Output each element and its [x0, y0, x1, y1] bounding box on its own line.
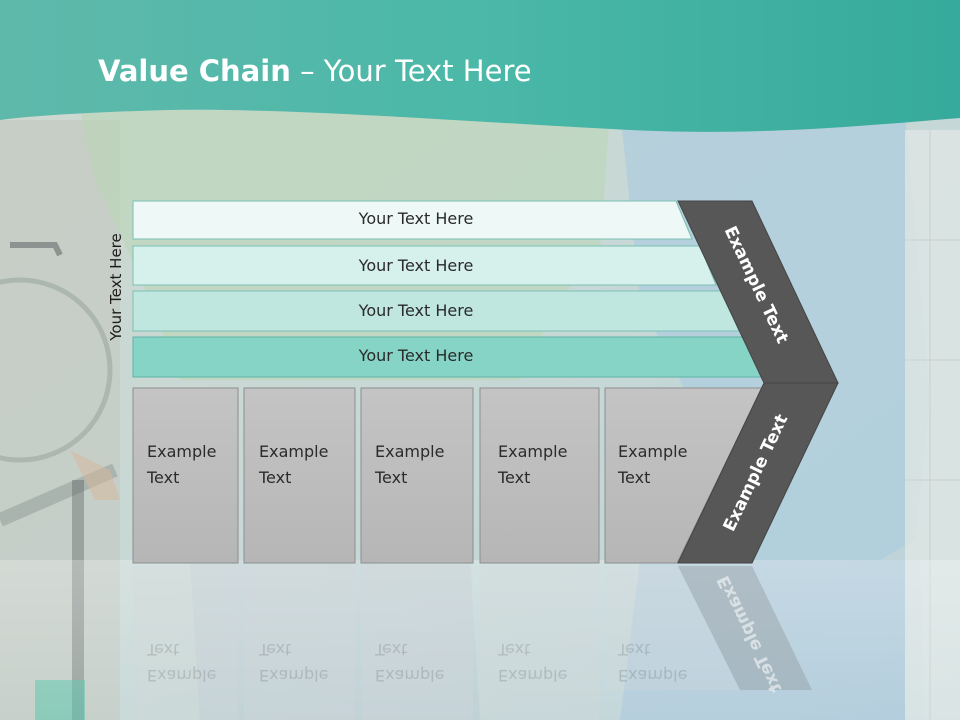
box-5-line2: Text — [618, 468, 651, 487]
side-label: Your Text Here — [107, 233, 125, 341]
box-4-shape — [479, 387, 600, 564]
box-4-reflection: Example Text — [498, 636, 567, 688]
chevron-reflection — [678, 566, 812, 690]
box-4-line1: Example — [498, 442, 568, 461]
box-5-reflection: Example Text — [618, 636, 687, 688]
box-3-shape — [360, 387, 474, 564]
slide-title: Value Chain – Your Text Here — [98, 54, 532, 88]
box-3-reflection-line2: Text — [375, 640, 408, 659]
box-4-line2: Text — [498, 468, 531, 487]
box-2-reflection: Example Text — [259, 636, 328, 688]
box-5-reflection-line2: Text — [618, 640, 651, 659]
box-2-reflection-line2: Text — [259, 640, 292, 659]
box-4-reflection-line2: Text — [498, 640, 531, 659]
box-1-reflection-line1: Example — [147, 666, 217, 685]
box-5-reflection-line1: Example — [618, 666, 688, 685]
slide-title-rest: – Your Text Here — [290, 54, 532, 88]
box-2-line2: Text — [259, 468, 292, 487]
row-2-label: Your Text Here — [358, 256, 474, 275]
box-1-line2: Text — [147, 468, 180, 487]
box-5-shape — [604, 387, 763, 564]
row-3-label: Your Text Here — [358, 301, 474, 320]
box-3-reflection: Example Text — [375, 636, 444, 688]
chevron-bottom-shape — [677, 382, 839, 564]
slide-title-bold: Value Chain — [98, 54, 291, 88]
box-3-reflection-line1: Example — [375, 666, 445, 685]
row-1-shape — [132, 200, 693, 240]
header-band — [0, 0, 960, 132]
box-1-reflection: Example Text — [147, 636, 216, 688]
box-2-line1: Example — [259, 442, 329, 461]
box-4-reflection-line1: Example — [498, 666, 568, 685]
row-2-shape — [132, 245, 717, 286]
box-1-line1: Example — [147, 442, 217, 461]
box-1-reflection-line2: Text — [147, 640, 180, 659]
row-4-label: Your Text Here — [358, 346, 474, 365]
box-1-shape — [132, 387, 239, 564]
box-3-line1: Example — [375, 442, 445, 461]
box-reflections — [133, 566, 740, 720]
box-5-line1: Example — [618, 442, 688, 461]
box-2-reflection-line1: Example — [259, 666, 329, 685]
box-2-shape — [243, 387, 356, 564]
row-1-label: Your Text Here — [358, 209, 474, 228]
box-3-line2: Text — [375, 468, 408, 487]
